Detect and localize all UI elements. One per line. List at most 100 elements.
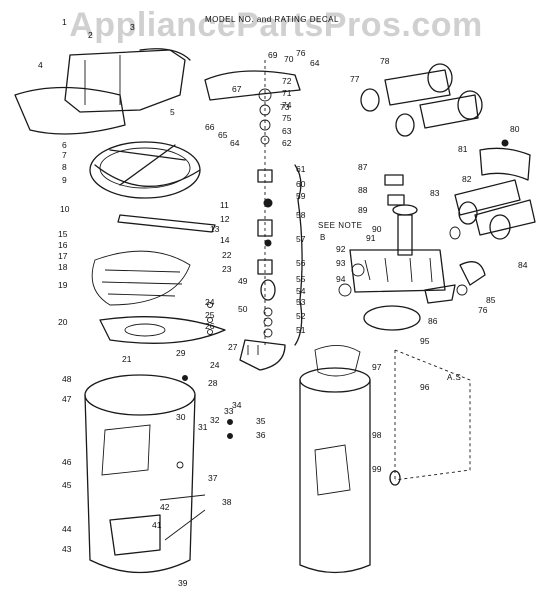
- part-label-64a: 64: [230, 138, 240, 148]
- part-label-96: 96: [420, 382, 430, 392]
- part-label-91: 91: [366, 233, 376, 243]
- see-note-letter: B: [320, 233, 326, 242]
- part-label-49: 49: [238, 276, 248, 286]
- part-label-34: 34: [232, 400, 242, 410]
- part-label-19: 19: [58, 280, 68, 290]
- part-label-44: 44: [62, 524, 72, 534]
- part-label-55: 55: [296, 274, 306, 284]
- part-label-30: 30: [176, 412, 186, 422]
- part-label-7: 7: [62, 150, 67, 160]
- part-label-24b: 24: [210, 360, 220, 370]
- part-label-2: 2: [88, 30, 93, 40]
- part-label-81: 81: [458, 144, 468, 154]
- part-label-39: 39: [178, 578, 188, 588]
- part-label-85: 85: [486, 295, 496, 305]
- part-label-84: 84: [518, 260, 528, 270]
- part-label-3: 3: [130, 22, 135, 32]
- part-label-52: 52: [296, 311, 306, 321]
- part-label-37: 37: [208, 473, 218, 483]
- see-note-text: SEE NOTE: [318, 221, 362, 230]
- part-label-36: 36: [256, 430, 266, 440]
- part-label-18: 18: [58, 262, 68, 272]
- part-label-60: 60: [296, 179, 306, 189]
- part-label-24a: 24: [205, 297, 215, 307]
- part-label-54: 54: [296, 286, 306, 296]
- part-label-63: 63: [282, 126, 292, 136]
- part-label-97: 97: [372, 362, 382, 372]
- part-label-32: 32: [210, 415, 220, 425]
- part-label-74: 74: [282, 100, 292, 110]
- part-label-22: 22: [222, 250, 232, 260]
- part-label-33: 33: [224, 406, 234, 416]
- part-label-92: 92: [336, 244, 346, 254]
- part-label-56: 56: [296, 258, 306, 268]
- part-label-31: 31: [198, 422, 208, 432]
- model-note-line: MODEL NO. and RATING DECAL: [205, 15, 339, 24]
- part-label-83: 83: [430, 188, 440, 198]
- part-label-80: 80: [510, 124, 520, 134]
- part-label-94: 94: [336, 274, 346, 284]
- control-valve: [338, 174, 456, 331]
- part-label-69: 69: [268, 50, 278, 60]
- part-label-57: 57: [296, 234, 306, 244]
- seal-parts: [360, 63, 483, 137]
- part-label-70: 70: [284, 54, 294, 64]
- part-label-45: 45: [62, 480, 72, 490]
- resin-tank: [299, 345, 471, 574]
- part-label-15: 15: [58, 229, 68, 239]
- part-label-64b: 64: [310, 58, 320, 68]
- part-label-73: 73: [280, 102, 290, 112]
- part-label-51: 51: [296, 325, 306, 335]
- part-label-98: 98: [372, 430, 382, 440]
- part-label-28: 28: [208, 378, 218, 388]
- part-label-76a: 76: [296, 48, 306, 58]
- part-label-53: 53: [296, 297, 306, 307]
- part-label-35: 35: [256, 416, 266, 426]
- part-label-14: 14: [220, 235, 230, 245]
- part-label-66: 66: [205, 122, 215, 132]
- part-label-78: 78: [380, 56, 390, 66]
- part-label-13: 13: [210, 224, 220, 234]
- part-label-82: 82: [462, 174, 472, 184]
- part-label-29: 29: [176, 348, 186, 358]
- part-label-90: 90: [372, 224, 382, 234]
- part-label-76b: 76: [478, 305, 488, 315]
- part-label-47: 47: [62, 394, 72, 404]
- lid-assembly: [89, 141, 216, 306]
- part-label-8: 8: [62, 162, 67, 172]
- part-label-11: 11: [220, 200, 229, 210]
- part-label-12: 12: [220, 214, 230, 224]
- part-label-43: 43: [62, 544, 72, 554]
- part-label-50: 50: [238, 304, 248, 314]
- part-label-58: 58: [296, 210, 306, 220]
- part-label-38: 38: [222, 497, 232, 507]
- part-label-65: 65: [218, 130, 228, 140]
- part-label-23: 23: [222, 264, 232, 274]
- part-label-9: 9: [62, 175, 67, 185]
- part-label-17: 17: [58, 251, 68, 261]
- part-label-27: 27: [228, 342, 238, 352]
- brine-valve-column: [204, 60, 303, 371]
- part-label-42: 42: [160, 502, 170, 512]
- part-label-26: 26: [205, 321, 215, 331]
- part-label-10: 10: [60, 204, 70, 214]
- part-label-6: 6: [62, 140, 67, 150]
- part-label-93: 93: [336, 258, 346, 268]
- part-label-86: 86: [428, 316, 438, 326]
- small-hardware: [176, 302, 259, 469]
- bypass-assembly: [449, 139, 536, 296]
- part-label-5: 5: [170, 107, 175, 117]
- part-label-71: 71: [282, 88, 292, 98]
- part-label-87: 87: [358, 162, 368, 172]
- part-label-16: 16: [58, 240, 68, 250]
- part-label-95: 95: [420, 336, 430, 346]
- part-label-62: 62: [282, 138, 292, 148]
- part-label-1: 1: [62, 17, 67, 27]
- part-label-72: 72: [282, 76, 292, 86]
- cover-panels: [14, 48, 191, 135]
- corner-note: A.S: [447, 373, 461, 382]
- part-label-41: 41: [152, 520, 162, 530]
- part-label-21: 21: [122, 354, 132, 364]
- part-label-59: 59: [296, 191, 306, 201]
